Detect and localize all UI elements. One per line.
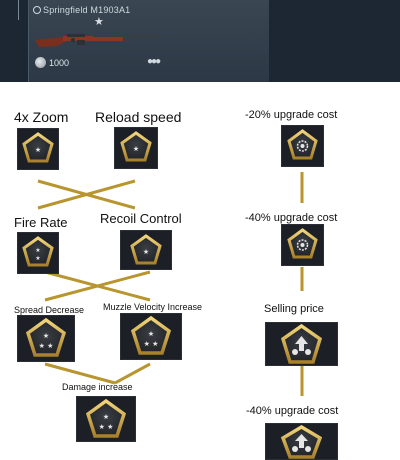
svg-text:★ ★: ★ ★: [39, 342, 54, 350]
label-upgrade-cost-20: -20% upgrade cost: [245, 109, 338, 121]
gear-pentagon-icon: [287, 228, 318, 259]
label-reload-speed: Reload speed: [95, 109, 182, 125]
label-upgrade-cost-40a: -40% upgrade cost: [245, 212, 338, 224]
label-upgrade-cost-40b: -40% upgrade cost: [246, 405, 339, 417]
svg-text:★: ★: [43, 332, 49, 340]
svg-text:★: ★: [133, 145, 139, 153]
coin-upgrade-pentagon-icon: [280, 424, 323, 459]
crew-icon: ●●●: [147, 56, 161, 67]
svg-text:★: ★: [103, 413, 109, 421]
skill-tile-4x-zoom[interactable]: ★: [17, 128, 59, 170]
label-fire-rate: Fire Rate: [14, 215, 68, 230]
svg-text:★: ★: [148, 330, 154, 338]
weapon-card[interactable]: Springfield M1903A1 ★ 1000 ●●●: [28, 0, 269, 82]
pentagon-badge-icon: ★: [22, 132, 54, 163]
skill-tile-spread-decrease[interactable]: ★ ★ ★: [17, 315, 75, 362]
connector-spread-damage: [44, 362, 116, 385]
skill-tile-reload-speed[interactable]: ★: [114, 127, 158, 169]
svg-text:★ ★: ★ ★: [144, 340, 159, 348]
connector-recoil-spread: [44, 270, 151, 302]
pentagon-badge-icon: ★: [120, 131, 152, 162]
coin-upgrade-pentagon-icon: [280, 323, 323, 364]
star-icon: ★: [94, 16, 104, 28]
label-4x-zoom: 4x Zoom: [14, 109, 69, 125]
perk-tile-upgrade-cost-40b[interactable]: [265, 423, 338, 460]
label-selling-price: Selling price: [264, 303, 324, 315]
perk-tile-upgrade-cost-20[interactable]: [281, 125, 324, 167]
pentagon-badge-icon: ★ ★ ★: [25, 317, 67, 357]
pentagon-badge-icon: ★ ★: [22, 236, 54, 267]
label-muzzle-velocity: Muzzle Velocity Increase: [103, 302, 203, 312]
perk-tile-upgrade-cost-40a[interactable]: [281, 224, 324, 266]
vehicle-header: Springfield M1903A1 ★ 1000 ●●●: [0, 0, 400, 82]
label-spread-decrease: Spread Decrease: [14, 305, 85, 315]
selection-circle-icon: [33, 6, 41, 14]
silver-coin-icon: [35, 57, 46, 68]
svg-text:★: ★: [35, 146, 41, 154]
weapon-title: Springfield M1903A1: [43, 5, 131, 15]
skill-tile-fire-rate[interactable]: ★ ★: [17, 232, 59, 274]
connector-muzzle-damage: [114, 362, 151, 385]
weapon-price: 1000: [49, 58, 70, 68]
header-divider: [18, 0, 19, 20]
pentagon-badge-icon: ★ ★ ★: [130, 315, 172, 355]
svg-text:★: ★: [35, 247, 40, 254]
skill-tile-muzzle-velocity[interactable]: ★ ★ ★: [120, 313, 182, 360]
gear-pentagon-icon: [287, 129, 318, 160]
svg-text:★ ★: ★ ★: [99, 423, 114, 431]
perk-tile-selling-price[interactable]: [265, 322, 338, 366]
rifle-icon: [35, 34, 161, 47]
pentagon-badge-icon: ★ ★ ★: [85, 398, 127, 438]
skill-tile-damage-increase[interactable]: ★ ★ ★: [76, 396, 136, 442]
svg-text:★: ★: [35, 255, 40, 262]
connector-reload-firerate: [37, 179, 136, 210]
pentagon-badge-icon: ★: [130, 234, 162, 265]
label-damage-increase: Damage increase: [62, 382, 133, 392]
svg-text:★: ★: [143, 248, 149, 256]
label-recoil-control: Recoil Control: [100, 211, 182, 226]
skill-tile-recoil-control[interactable]: ★: [120, 230, 172, 270]
